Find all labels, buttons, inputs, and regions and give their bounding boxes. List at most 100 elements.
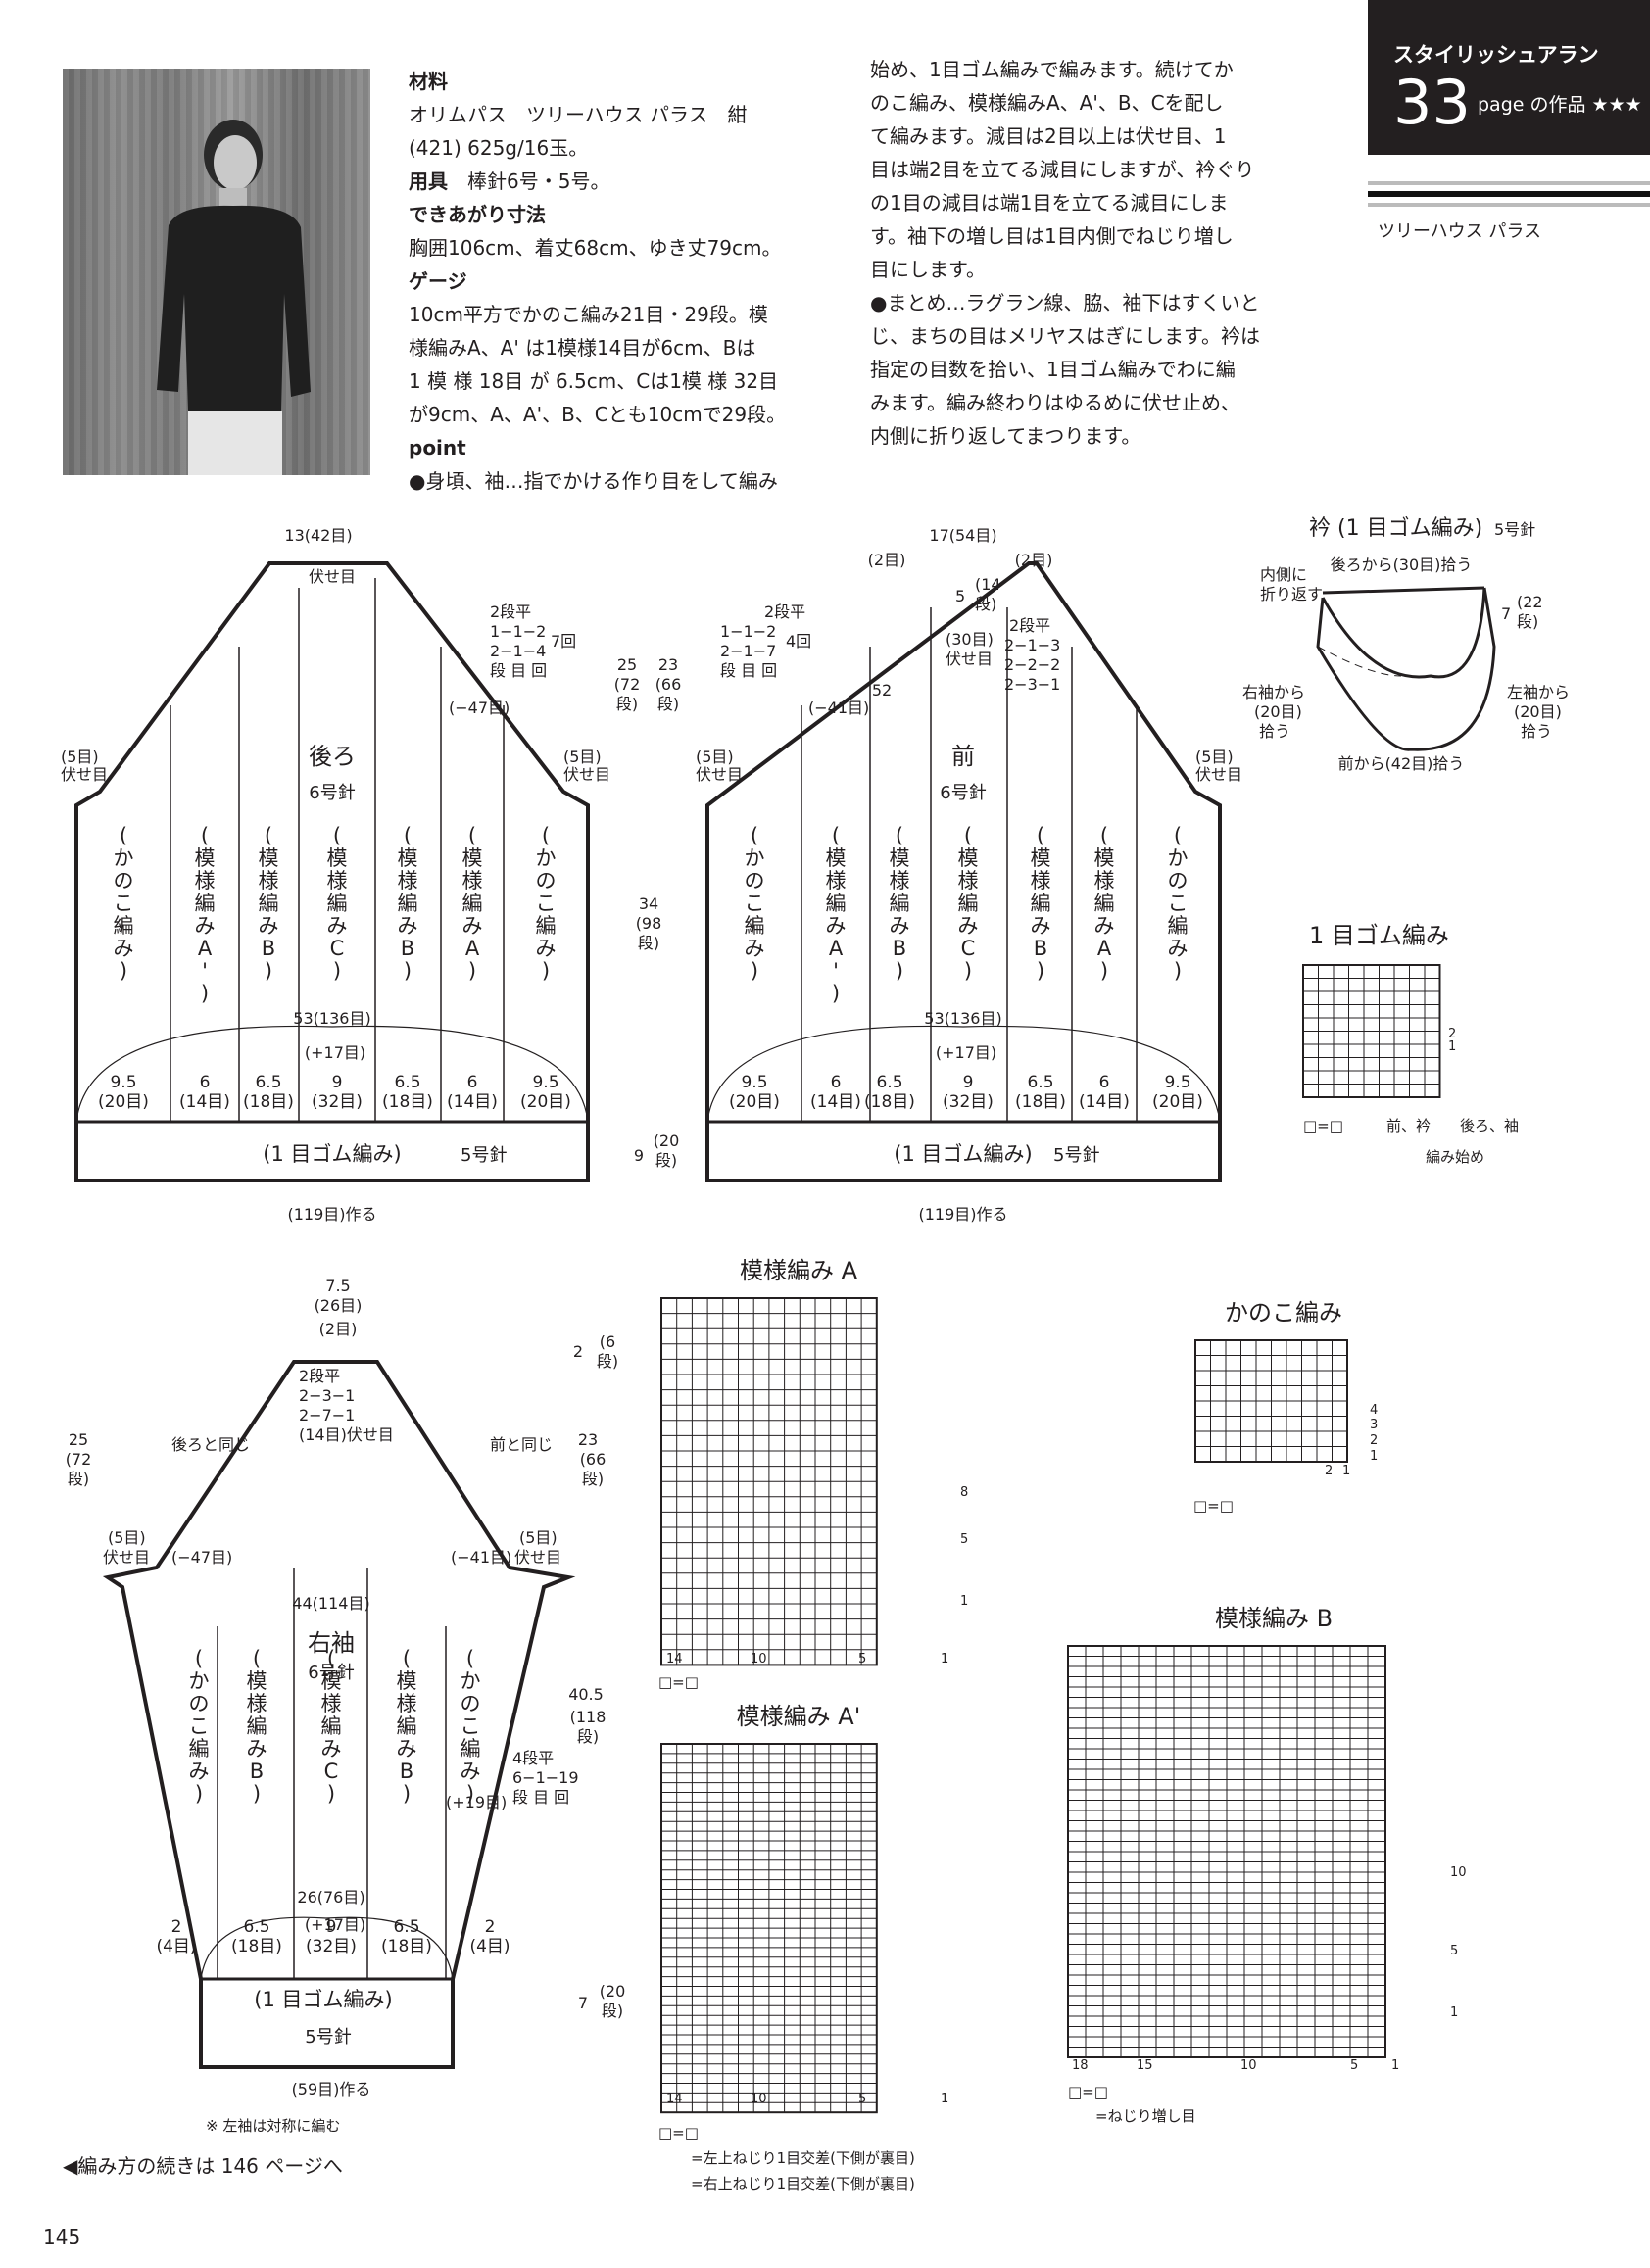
back-dec-2: 1−1−2 [490,622,546,641]
back-h4b: (20 [654,1132,680,1150]
back-cols-col: 編 [259,892,279,915]
front-segs-seg: 6 [1099,1073,1110,1092]
back-cols-col: A [198,937,213,960]
rib-chart-title: 1 目ゴム編み [1309,922,1449,949]
front-cols-col: み [890,914,910,938]
back-side-dec: (−47目) [449,699,510,717]
back-cols-col: 様 [462,869,483,893]
chart-a-col-label: 1 [941,1652,948,1666]
col1-line: ●身頃、袖…指でかける作り目をして編み [409,469,778,493]
collar-rs-3: 拾う [1259,722,1290,741]
sleeve-cols-col: ) [195,1782,203,1806]
chart-a2-legend1: □=□ [658,2124,699,2142]
front-cols-col: 編 [1031,892,1051,915]
front-cols-col: ( [964,824,972,847]
front-segs-seg: (20目) [1152,1092,1203,1112]
front-dec-2: 1−1−2 [720,622,776,641]
back-h4a: 9 [634,1146,644,1165]
front-segs-seg: 9 [963,1073,974,1092]
back-cols-col: 模 [259,846,279,870]
front-cols-col: 様 [890,869,910,893]
front-dec-3: 2−1−7 [720,642,776,660]
sleeve-width: 44(114目) [292,1594,369,1613]
back-rib-needle: 5号針 [461,1145,507,1166]
back-cols-col: A [465,937,480,960]
front-neck-b: (14 [975,575,1001,594]
front-cols-col: ) [832,982,840,1005]
sleeve-inc2: (+17目) [305,1915,365,1934]
back-segs-seg: (32目) [312,1092,363,1112]
sleeve-cols-col: 様 [397,1692,417,1715]
chart-kanoko-row-label: 4 [1370,1403,1378,1418]
yarn-sample [1368,181,1650,207]
back-cols-col: 編 [195,892,216,915]
chart-a-row-label: 5 [960,1532,968,1547]
sleeve-cols-col: 編 [397,1714,417,1738]
front-center-bind-1: (30目) [946,630,994,649]
front-cols-col: 編 [958,892,979,915]
back-h4c: 段) [655,1151,677,1170]
chart-b-legend1: □=□ [1068,2083,1108,2100]
back-segs-seg: 9 [332,1073,343,1092]
back-cols-col: 編 [114,914,134,938]
sleeve-cols-col: ) [327,1782,335,1806]
sleeve-h4a: 7 [578,1994,588,2012]
sleeve-segs-seg: 6.5 [243,1917,269,1937]
front-cols-col: ) [964,959,972,983]
sleeve-cols-col: C [324,1760,339,1783]
front-cols-col: 模 [890,846,910,870]
sleeve-cols-col: B [400,1760,413,1783]
back-segs-seg: 6.5 [394,1073,420,1092]
sleeve-needle: 6号針 [308,1663,354,1683]
person-silhouette [157,120,311,475]
col1-line: 1 模 様 18目 が 6.5cm、Cは1模 様 32目 [409,369,779,393]
chart-kanoko-row-label: 1 [1370,1449,1378,1464]
back-h3a: 34 [639,894,658,913]
sleeve-rib: (1 目ゴム編み) [254,1988,392,2011]
sleeve-cols-col: ) [403,1782,411,1806]
sleeve-inc-rule-3: 段 目 回 [512,1788,569,1807]
back-cols-col: ' [202,959,208,983]
back-cols-col: の [114,869,134,893]
back-cols-col: ( [468,824,476,847]
sleeve-left-dec: (−47目) [171,1548,232,1567]
back-dec-total: 7回 [551,632,576,651]
back-cols-col: ) [201,982,209,1005]
sleeve-h3b: (118 [570,1708,607,1726]
sleeve-dec-2: 2−3−1 [299,1386,355,1405]
sleeve-right-dec: (−41目) [451,1548,511,1567]
front-needle: 6号針 [940,783,986,803]
chart-kanoko-title: かのこ編み [1225,1299,1342,1327]
sleeve-cols-col: B [250,1760,264,1783]
chart-a2-legend2: =左上ねじり1目交差(下側が裏目) [691,2149,915,2167]
collar-ls-3: 拾う [1521,722,1552,741]
front-cols-col: 編 [1094,892,1115,915]
chart-a2-legend3: =右上ねじり1目交差(下側が裏目) [691,2175,915,2193]
chart-a2-col-label: 10 [751,2092,767,2106]
sleeve-h1c: 段) [597,1352,618,1371]
front-cols-col: こ [745,892,765,915]
sleeve-dec-1: 2段平 [299,1367,340,1385]
front-cols-col: 模 [1094,846,1115,870]
chart-a2-col-label: 5 [858,2092,866,2106]
sleeve-cols-col: み [321,1737,342,1761]
sleeve-cols-col: 編 [189,1737,210,1761]
front-corner-l: (2目) [868,551,906,569]
sleeve-note: ※ 左袖は対称に編む [206,2117,340,2135]
back-cols-col: ) [404,959,412,983]
chart-b-col-label: 5 [1350,2058,1358,2073]
sleeve-h2a: 23 [578,1430,598,1449]
col2-line: の1目の減目は端1目を立てる減目にしま [870,191,1229,215]
sleeve-cols-col: ) [466,1782,474,1806]
front-cols-col: ( [832,824,840,847]
back-h1c: 段) [616,695,638,713]
col1-line: 胸囲106cm、着丈68cm、ゆき丈79cm。 [409,236,782,260]
front-right-bind-1: (5目) [1195,748,1234,766]
back-name: 後ろ [309,743,356,770]
front-segs-seg: 6.5 [1027,1073,1053,1092]
front-cols-col: 様 [826,869,847,893]
header-box [1368,0,1650,155]
back-cols-col: 編 [462,892,483,915]
chart-a-row-label: 1 [960,1594,968,1609]
sleeve-cols-col: み [397,1737,417,1761]
